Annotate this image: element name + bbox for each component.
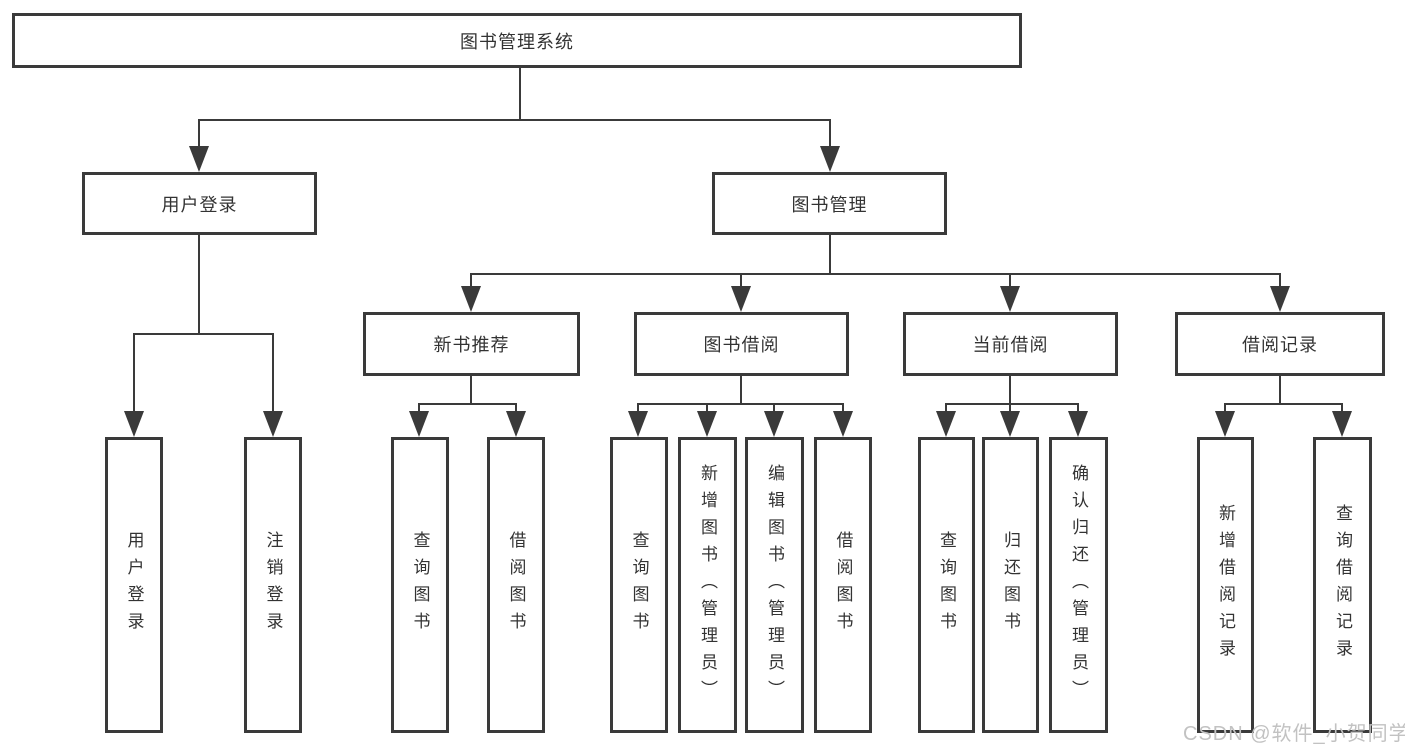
node-leaf-add-borrow-record: 新增借阅记录 xyxy=(1197,437,1254,733)
connector-drop xyxy=(133,333,135,413)
node-borrow-record: 借阅记录 xyxy=(1175,312,1385,376)
arrowhead-icon xyxy=(731,286,751,312)
arrowhead-icon xyxy=(936,411,956,437)
arrowhead-icon xyxy=(628,411,648,437)
connector-user-login-drop xyxy=(198,119,200,149)
connector-borrow-record-stem xyxy=(1279,376,1281,405)
node-label: 注销登录 xyxy=(263,531,283,639)
arrowhead-icon xyxy=(124,411,144,437)
node-label: 用户登录 xyxy=(124,531,144,639)
node-current-borrow: 当前借阅 xyxy=(903,312,1118,376)
node-leaf-add-book-admin: 新增图书（管理员） xyxy=(678,437,737,733)
connector-drop xyxy=(1009,273,1011,289)
connector-drop xyxy=(1279,273,1281,289)
node-book-borrow: 图书借阅 xyxy=(634,312,849,376)
arrowhead-icon xyxy=(506,411,526,437)
node-label: 当前借阅 xyxy=(972,335,1049,355)
node-label: 用户登录 xyxy=(161,194,238,215)
arrowhead-icon xyxy=(1000,411,1020,437)
node-label: 图书管理系统 xyxy=(460,31,574,52)
connector-new-book-rail xyxy=(418,403,517,405)
arrowhead-icon xyxy=(1215,411,1235,437)
node-book-management-module: 图书管理 xyxy=(712,172,947,235)
node-leaf-edit-book-admin: 编辑图书（管理员） xyxy=(745,437,804,733)
connector-current-borrow-rail xyxy=(945,403,1079,405)
connector-drop xyxy=(1341,403,1343,414)
arrowhead-icon xyxy=(409,411,429,437)
connector-drop xyxy=(773,403,775,414)
node-label: 查询图书 xyxy=(937,531,956,639)
connector-drop xyxy=(1224,403,1226,414)
connector-drop xyxy=(1077,403,1079,414)
node-user-login-module: 用户登录 xyxy=(82,172,317,235)
connector-drop xyxy=(637,403,639,414)
connector-drop xyxy=(945,403,947,414)
node-leaf-logout: 注销登录 xyxy=(244,437,302,733)
node-leaf-return-book: 归还图书 xyxy=(982,437,1039,733)
node-leaf-query-borrow-record: 查询借阅记录 xyxy=(1313,437,1372,733)
connector-level3-rail xyxy=(470,273,1281,275)
arrowhead-icon xyxy=(820,146,840,172)
node-label: 查询图书 xyxy=(410,531,430,639)
connector-user-login-rail xyxy=(133,333,274,335)
node-label: 查询借阅记录 xyxy=(1333,504,1352,666)
connector-level2-rail xyxy=(198,119,831,121)
arrowhead-icon xyxy=(189,146,209,172)
arrowhead-icon xyxy=(1270,286,1290,312)
node-leaf-confirm-return-admin: 确认归还（管理员） xyxy=(1049,437,1108,733)
connector-drop xyxy=(515,403,517,414)
node-label: 查询图书 xyxy=(629,531,649,639)
arrowhead-icon xyxy=(263,411,283,437)
connector-book-management-stem xyxy=(829,235,831,275)
connector-book-borrow-stem xyxy=(740,376,742,405)
connector-root-stem xyxy=(519,68,521,121)
node-label: 借阅图书 xyxy=(833,531,853,639)
node-label: 图书管理 xyxy=(791,194,868,215)
node-label: 新增借阅记录 xyxy=(1216,504,1235,666)
node-leaf-query-book-recommend: 查询图书 xyxy=(391,437,449,733)
connector-drop xyxy=(470,273,472,289)
connector-drop xyxy=(740,273,742,289)
node-new-book-recommend: 新书推荐 xyxy=(363,312,580,376)
connector-drop xyxy=(272,333,274,413)
node-label: 新书推荐 xyxy=(433,335,510,355)
arrowhead-icon xyxy=(764,411,784,437)
arrowhead-icon xyxy=(1000,286,1020,312)
node-root-system: 图书管理系统 xyxy=(12,13,1022,68)
connector-current-borrow-stem xyxy=(1009,376,1011,405)
node-leaf-query-book-current: 查询图书 xyxy=(918,437,975,733)
node-label: 编辑图书（管理员） xyxy=(765,463,784,707)
connector-borrow-record-rail xyxy=(1224,403,1343,405)
connector-book-borrow-rail xyxy=(637,403,844,405)
connector-drop xyxy=(1009,403,1011,414)
node-leaf-borrow-book: 借阅图书 xyxy=(814,437,872,733)
node-label: 确认归还（管理员） xyxy=(1069,463,1088,707)
node-label: 借阅记录 xyxy=(1242,335,1318,355)
node-label: 新增图书（管理员） xyxy=(698,463,717,707)
arrowhead-icon xyxy=(461,286,481,312)
arrowhead-icon xyxy=(833,411,853,437)
connector-user-login-stem xyxy=(198,235,200,335)
arrowhead-icon xyxy=(1068,411,1088,437)
connector-drop xyxy=(706,403,708,414)
node-label: 借阅图书 xyxy=(506,531,526,639)
connector-new-book-stem xyxy=(470,376,472,405)
arrowhead-icon xyxy=(697,411,717,437)
node-leaf-borrow-book-recommend: 借阅图书 xyxy=(487,437,545,733)
arrowhead-icon xyxy=(1332,411,1352,437)
connector-book-management-drop xyxy=(829,119,831,149)
connector-drop xyxy=(418,403,420,414)
node-label: 归还图书 xyxy=(1001,531,1020,639)
connector-drop xyxy=(842,403,844,414)
node-leaf-user-login: 用户登录 xyxy=(105,437,163,733)
node-label: 图书借阅 xyxy=(703,335,780,355)
csdn-watermark: CSDN @软件_小贺同学 xyxy=(1183,723,1405,745)
node-leaf-query-book-borrow: 查询图书 xyxy=(610,437,668,733)
